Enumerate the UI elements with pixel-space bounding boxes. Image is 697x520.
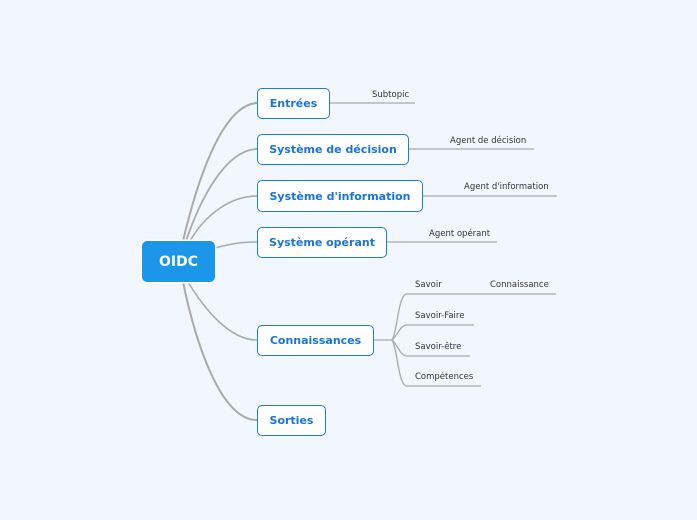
subtopic-competences[interactable]: Compétences [415, 372, 474, 382]
subtopic[interactable]: Subtopic [372, 90, 410, 100]
topic-systeme-information[interactable]: Système d'information [257, 180, 423, 212]
subtopic-agent-decision[interactable]: Agent de décision [450, 136, 527, 146]
topic-entrees[interactable]: Entrées [257, 88, 330, 119]
topic-sorties[interactable]: Sorties [257, 405, 326, 436]
topic-systeme-decision[interactable]: Système de décision [257, 134, 409, 165]
subtopic-savoir-faire[interactable]: Savoir-Faire [415, 311, 465, 321]
topic-systeme-operant[interactable]: Système opérant [257, 227, 387, 258]
subtopic-agent-operant[interactable]: Agent opérant [429, 229, 491, 239]
root-node-oidc[interactable]: OIDC [142, 241, 215, 282]
subtopic-connaissance[interactable]: Connaissance [490, 280, 549, 290]
subtopic-savoir[interactable]: Savoir [415, 280, 442, 290]
subtopic-savoir-etre[interactable]: Savoir-être [415, 342, 462, 352]
topic-connaissances[interactable]: Connaissances [257, 325, 374, 356]
subtopic-agent-information[interactable]: Agent d'information [464, 182, 549, 192]
